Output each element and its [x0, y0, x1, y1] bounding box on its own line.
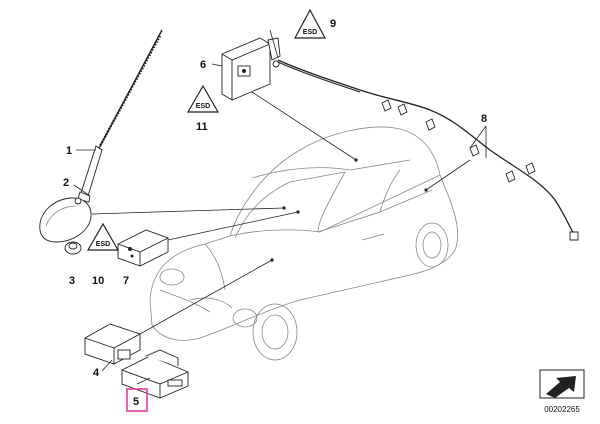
callout-5: 5	[133, 396, 139, 408]
part-7-small-module	[117, 229, 169, 267]
callout-6: 6	[200, 59, 206, 71]
callout-4: 4	[93, 367, 100, 379]
car-outline	[149, 126, 459, 361]
callout-8: 8	[481, 113, 487, 125]
callout-labels: 1 2 3 4 6 7 8 9 10 11	[63, 18, 487, 379]
callout-9: 9	[330, 18, 336, 30]
warning-symbol-text: ESD	[196, 103, 210, 110]
part-8-wiring-harness	[269, 29, 579, 241]
part-4-module	[84, 323, 141, 365]
reference-box: 00202265	[539, 369, 585, 414]
reference-number: 00202265	[544, 405, 580, 414]
callout-2: 2	[63, 177, 69, 189]
warning-triangle-9: ESD	[293, 8, 327, 39]
part-2-antenna-base	[39, 197, 92, 243]
part-5-bracket	[121, 349, 189, 399]
leader-lines	[73, 63, 487, 385]
contact-dots	[270, 158, 428, 262]
callout-5-highlight[interactable]: 5	[126, 388, 148, 412]
part-3-grommet	[64, 241, 82, 255]
callout-10: 10	[92, 275, 104, 287]
warning-triangle-11: ESD	[186, 84, 220, 113]
warning-symbol-text: ESD	[303, 29, 317, 36]
arrow-icon	[546, 376, 576, 398]
callout-3: 3	[69, 275, 75, 287]
callout-7: 7	[123, 275, 129, 287]
warning-triangle-10: ESD	[86, 222, 120, 251]
part-1-antenna-rod	[77, 29, 163, 203]
callout-1: 1	[66, 145, 72, 157]
highlight-box[interactable]	[126, 388, 148, 412]
callout-11: 11	[196, 121, 208, 133]
warning-symbol-text: ESD	[96, 241, 110, 248]
part-6-control-unit	[221, 37, 281, 101]
